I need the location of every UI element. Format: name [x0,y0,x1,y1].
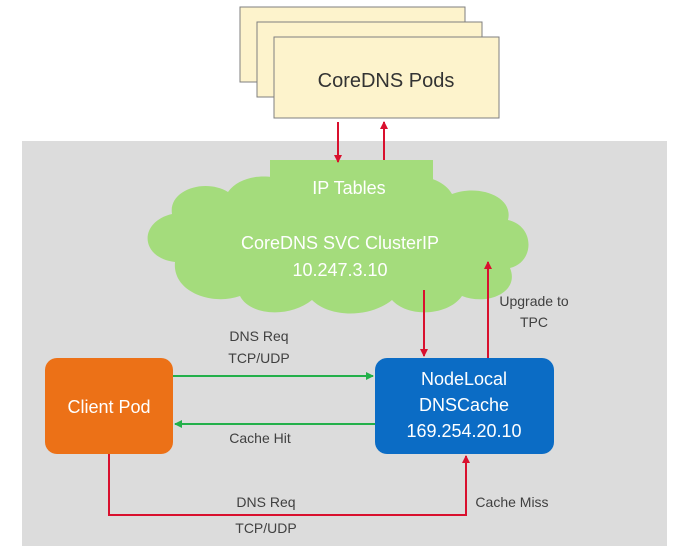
dns-req-bottom-line1: DNS Req [236,494,295,510]
coredns-pods-label: CoreDNS Pods [318,70,455,92]
cache-hit-label: Cache Hit [229,430,291,446]
nodelocal-label-line2: DNSCache [419,395,509,415]
ip-tables-label: IP Tables [312,178,385,198]
coredns-pods-stack[interactable]: CoreDNS Pods [239,6,500,119]
cloud-shape [147,174,529,314]
cluster-ip-address: 10.247.3.10 [292,260,387,280]
cluster-ip-label: CoreDNS SVC ClusterIP [241,233,439,253]
dns-req-top-line1: DNS Req [229,328,288,344]
cluster-ip-cloud[interactable]: IP Tables CoreDNS SVC ClusterIP 10.247.3… [147,160,529,314]
client-pod-label: Client Pod [67,397,150,417]
nodelocal-ip: 169.254.20.10 [406,421,521,441]
dns-req-top-line2: TCP/UDP [228,350,289,366]
upgrade-label-line1: Upgrade to [499,293,568,309]
nodelocal-label-line1: NodeLocal [421,369,507,389]
client-pod-box [45,358,173,454]
dns-req-bottom-line2: TCP/UDP [235,520,296,536]
client-pod[interactable]: Client Pod [45,358,173,454]
coredns-pod-card-front [273,36,500,119]
arrow-dns-req-bottom [108,454,470,516]
ip-tables-tab [270,160,433,205]
nodelocal-dnscache[interactable]: NodeLocal DNSCache 169.254.20.10 [375,358,554,454]
upgrade-label-line2: TPC [520,314,548,330]
cache-miss-label: Cache Miss [475,494,548,510]
nodelocal-box [375,358,554,454]
